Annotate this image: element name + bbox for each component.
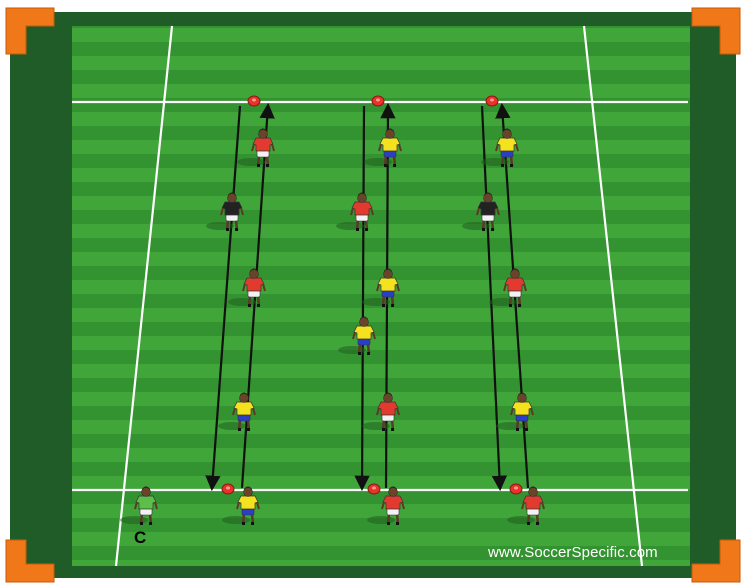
cone	[248, 96, 260, 106]
cone	[372, 96, 384, 106]
watermark: www.SoccerSpecific.com	[488, 544, 658, 561]
cone	[368, 484, 380, 494]
coach-label: C	[134, 528, 146, 548]
cone	[486, 96, 498, 106]
cone	[222, 484, 234, 494]
cone	[510, 484, 522, 494]
